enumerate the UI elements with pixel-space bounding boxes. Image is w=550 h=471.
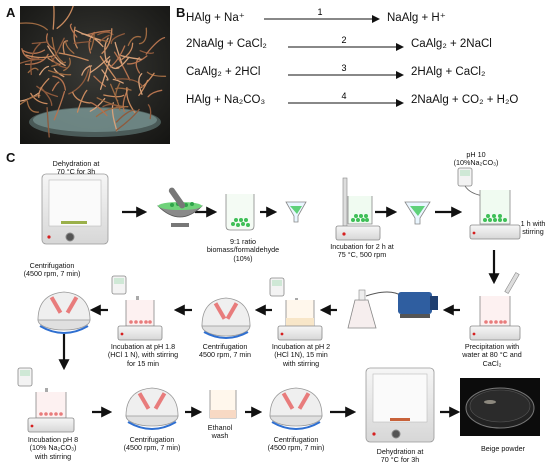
mortar-pestle xyxy=(157,187,203,227)
equation-row: 2NaAlg + CaCl₂ 2 CaAlg₂ + 2NaCl xyxy=(186,32,546,56)
panel-c-letter: C xyxy=(6,150,16,165)
label-precipitation: Precipitation with water at 80 °C and Ca… xyxy=(462,342,522,368)
centrifuge-2 xyxy=(201,297,251,339)
label-ethanol: Ethanol wash xyxy=(207,423,233,441)
oven-2 xyxy=(365,367,435,443)
equation-lhs: CaAlg₂ + 2HCl xyxy=(186,66,261,78)
equation-rhs: 2NaAlg + CO₂ + H₂O xyxy=(411,94,519,106)
label-centrifugation-3: Centrifugation (4500 rpm, 7 min) xyxy=(123,435,181,453)
label-incubation-ph2: Incubation at pH 2 (HCl 1N), 15 min with… xyxy=(271,342,331,368)
reaction-step-number: 4 xyxy=(341,91,346,101)
label-centrifugation-1: Centrifugation (4500 rpm, 7 min) xyxy=(23,261,81,279)
label-ratio: 9:1 ratio biomass/formaldehyde (10%) xyxy=(206,237,280,263)
reaction-step-number: 3 xyxy=(341,63,346,73)
oven-1 xyxy=(41,173,109,245)
equation-rhs: CaAlg₂ + 2NaCl xyxy=(411,38,492,50)
label-centrifugation-2: Centrifugation 4500 rpm, 7 min xyxy=(199,342,251,360)
label-dehydration-2: Dehydration at 70 °C for 3h xyxy=(376,447,424,465)
label-incubation-ph8: Incubation pH 8 (10% Na₂CO₃) with stirri… xyxy=(27,435,79,461)
filter-funnel-2 xyxy=(404,201,431,225)
panel-b-letter: B xyxy=(176,5,186,20)
ethanol-beaker xyxy=(209,390,237,419)
equation-rhs: 2HAlg + CaCl₂ xyxy=(411,66,486,78)
hotplate-ph2 xyxy=(269,277,323,341)
beaker-beads xyxy=(225,194,255,231)
panel-a-letter: A xyxy=(6,5,16,20)
ph-meter-1 xyxy=(457,167,521,240)
centrifuge-1 xyxy=(37,291,91,334)
beige-powder-photo xyxy=(460,378,540,436)
reaction-arrow-icon: 4 xyxy=(288,91,404,107)
hotplate-incubation xyxy=(335,177,381,241)
equation-rhs: NaAlg + H⁺ xyxy=(387,12,446,24)
centrifuge-4 xyxy=(269,387,323,430)
precipitation-hotplate xyxy=(469,272,521,341)
equation-lhs: 2NaAlg + CaCl₂ xyxy=(186,38,267,50)
equation-lhs: HAlg + Na⁺ xyxy=(186,12,245,24)
label-incubation-2h: Incubation for 2 h at 75 °C, 500 rpm xyxy=(330,242,394,260)
label-dehydration-1: Dehydration at 70 °C for 3h xyxy=(52,159,100,177)
hotplate-ph18 xyxy=(111,275,163,341)
reaction-arrow-icon: 2 xyxy=(288,35,404,51)
reaction-arrow-icon: 1 xyxy=(264,7,380,23)
equation-row: HAlg + Na₂CO₃ 4 2NaAlg + CO₂ + H₂O xyxy=(186,88,546,112)
reaction-step-number: 2 xyxy=(341,35,346,45)
reaction-step-number: 1 xyxy=(317,7,322,17)
label-centrifugation-4: Centrifugation (4500 rpm, 7 min) xyxy=(267,435,325,453)
seaweed-photo xyxy=(20,6,170,144)
reaction-arrow-icon: 3 xyxy=(288,63,404,79)
label-incubation-ph18: Incubation at pH 1.8 (HCl 1 N), with sti… xyxy=(107,342,179,368)
label-ph10: pH 10 (10%Na₂CO₃) xyxy=(453,150,499,168)
equation-lhs: HAlg + Na₂CO₃ xyxy=(186,94,266,106)
vacuum-filtration xyxy=(347,289,438,329)
label-beige-powder: Beige powder xyxy=(481,444,525,453)
label-stirring-1h: 1 h with stirring xyxy=(520,219,546,237)
hotplate-ph8 xyxy=(17,367,75,433)
filter-funnel-1 xyxy=(285,201,307,223)
centrifuge-3 xyxy=(125,387,179,430)
equation-row: CaAlg₂ + 2HCl 3 2HAlg + CaCl₂ xyxy=(186,60,546,84)
process-diagram xyxy=(17,167,540,443)
